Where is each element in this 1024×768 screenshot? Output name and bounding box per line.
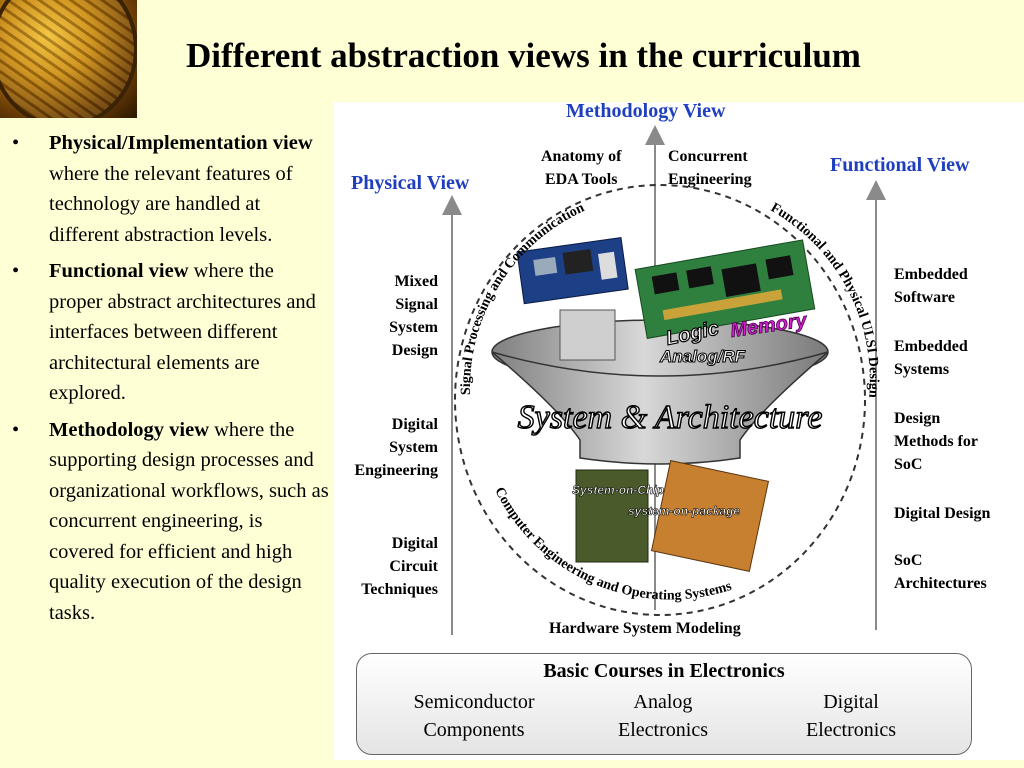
- label-line: Engineering: [668, 171, 752, 188]
- soc-architectures-label: SoC Architectures: [894, 549, 987, 595]
- label-line: Anatomy of: [541, 148, 622, 165]
- label-line: Embedded: [894, 266, 968, 283]
- circuit-board-image: [516, 237, 629, 305]
- course-line: Electronics: [806, 719, 896, 741]
- course-digital: Digital Electronics: [771, 688, 931, 744]
- label-line: Software: [894, 289, 956, 306]
- label-line: Circuit: [389, 558, 438, 575]
- bullet-term: Functional view: [49, 260, 189, 282]
- label-line: Design: [894, 410, 941, 427]
- bullet-dot: •: [12, 260, 20, 282]
- course-line: Analog: [633, 691, 693, 713]
- design-methods-soc-label: Design Methods for SoC: [894, 407, 978, 476]
- bullet-dot: •: [12, 418, 20, 441]
- digital-circuit-label: Digital Circuit Techniques: [334, 532, 438, 601]
- logic-label: Logic: [664, 317, 721, 350]
- funnel-body: [491, 351, 829, 465]
- analog-rf-label: Analog/RF: [659, 347, 746, 366]
- processor-chip-image: [559, 309, 616, 361]
- methodology-view-label: Methodology View: [566, 100, 726, 122]
- basic-courses-title: Basic Courses in Electronics: [543, 660, 785, 682]
- anatomy-eda-label: Anatomy of EDA Tools: [541, 145, 621, 191]
- course-line: Electronics: [618, 719, 708, 741]
- label-line: Design: [391, 342, 438, 359]
- physical-view-label: Physical View: [351, 172, 470, 194]
- basic-courses-box: Basic Courses in Electronics Semiconduct…: [356, 653, 972, 755]
- system-on-package-label: system-on-package: [628, 504, 740, 518]
- label-line: Engineering: [354, 462, 438, 479]
- embedded-systems-label: Embedded Systems: [894, 335, 968, 381]
- bullet-term: Physical/Implementation view: [49, 132, 313, 154]
- functional-view-label: Functional View: [830, 154, 970, 176]
- scope-ring: [454, 184, 866, 616]
- label-line: EDA Tools: [544, 171, 618, 188]
- course-line: Digital: [823, 691, 879, 713]
- label-line: Methods for: [894, 433, 978, 450]
- system-architecture-label: System & Architecture: [518, 399, 823, 436]
- label-line: Techniques: [361, 581, 438, 598]
- hardware-system-modeling-label: Hardware System Modeling: [549, 620, 741, 637]
- label-line: Digital: [391, 535, 438, 552]
- sop-package-image: [650, 460, 770, 572]
- course-analog: Analog Electronics: [583, 688, 743, 744]
- bullet-physical: • Physical/Implementation view where the …: [12, 128, 332, 250]
- label-line: SoC: [894, 456, 923, 473]
- label-line: Concurrent: [668, 148, 748, 165]
- digital-design-label: Digital Design: [894, 502, 990, 525]
- bullet-term: Methodology view: [49, 418, 209, 441]
- label-line: Embedded: [894, 338, 968, 355]
- bullet-dot: •: [12, 132, 20, 154]
- soc-die-image: [575, 469, 649, 563]
- bullet-text: where the supporting design processes an…: [49, 418, 329, 624]
- label-line: Signal: [395, 296, 438, 313]
- label-line: Systems: [894, 361, 950, 378]
- mixed-signal-label: Mixed Signal System Design: [340, 270, 438, 362]
- bullet-text: where the proper abstract architectures …: [49, 260, 316, 404]
- pcb-card-image: [634, 239, 816, 339]
- slide-title: Different abstraction views in the curri…: [186, 36, 861, 75]
- embedded-software-label: Embedded Software: [894, 263, 968, 309]
- system-on-chip-label: System-on-Chip: [572, 483, 664, 497]
- course-semiconductor: Semiconductor Components: [389, 688, 559, 744]
- label-line: SoC: [894, 552, 923, 569]
- label-line: System: [389, 319, 438, 336]
- course-line: Semiconductor: [413, 691, 535, 713]
- wafer-photo: [0, 0, 137, 118]
- bullet-functional: • Functional view where the proper abstra…: [12, 256, 332, 409]
- course-line: Components: [423, 719, 525, 741]
- label-line: Architectures: [894, 575, 987, 592]
- label-line: Digital: [391, 416, 438, 433]
- digital-system-label: Digital System Engineering: [334, 413, 438, 482]
- bullet-methodology: • Methodology view where the supporting d…: [12, 415, 332, 629]
- label-line: Mixed: [394, 273, 438, 290]
- bullet-list: • Physical/Implementation view where the …: [12, 128, 332, 634]
- bullet-text: where the relevant features of technolog…: [49, 162, 293, 246]
- label-line: Digital Design: [894, 505, 991, 522]
- label-line: System: [389, 439, 438, 456]
- concurrent-engineering-label: Concurrent Engineering: [668, 145, 752, 191]
